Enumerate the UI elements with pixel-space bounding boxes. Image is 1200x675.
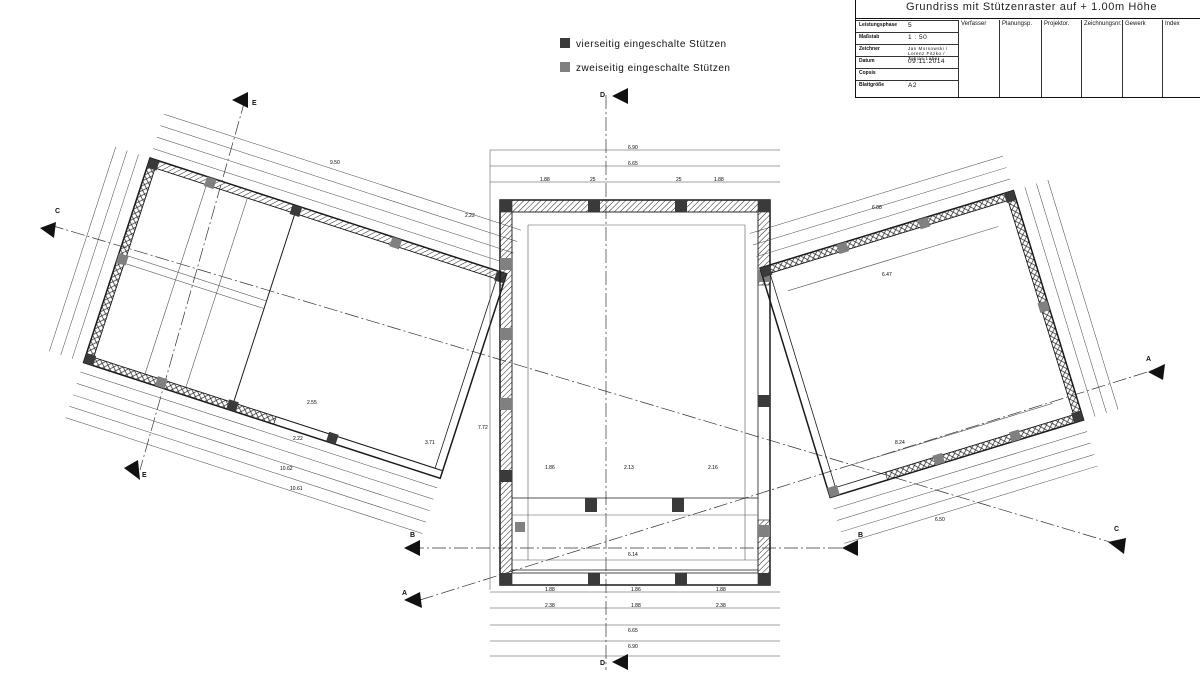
dim-bottom-inner: 6.65: [628, 628, 638, 634]
dim-left-chain-5: 10.62: [280, 466, 293, 472]
dim-left-chain-6: 10.61: [290, 486, 303, 492]
tb-col-zeichnungsnr: Zeichnungsnr.: [1081, 20, 1122, 97]
section-lines: [49, 95, 1161, 670]
dim-top-inner: 6.65: [628, 161, 638, 167]
section-marker-E-top: [232, 92, 248, 108]
dim-top-seg-2: 25: [590, 177, 596, 183]
title-block: Grundriss mit Stützenraster auf + 1.00m …: [855, 0, 1200, 98]
dim-center-bottom: 6.14: [628, 552, 638, 558]
dim-center-mid-1: 1.86: [545, 465, 555, 471]
label-E-top: E: [252, 100, 257, 107]
section-markers: [40, 88, 1165, 670]
tb-col-gewerk: Gewerk: [1122, 20, 1163, 97]
label-B-right: B: [858, 532, 864, 539]
dim-center-mid-2: 2.13: [624, 465, 634, 471]
label-A-right: A: [1146, 356, 1152, 363]
dim-right-chain-3: 8.24: [895, 440, 905, 446]
label-A-bottom: A: [402, 590, 408, 597]
section-marker-D-bottom: [612, 654, 628, 670]
left-wing: [49, 114, 521, 534]
dim-left-chain-1: 9.50: [330, 160, 340, 166]
right-wing: [749, 155, 1119, 544]
dim-misc-1: 7.72: [478, 425, 488, 431]
label-C-right: C: [1114, 526, 1120, 533]
dim-right-chain-2: 6.47: [882, 272, 892, 278]
section-marker-A-right: [1148, 364, 1165, 380]
dim-top-seg-4: 1.88: [714, 177, 724, 183]
legend-label: vierseitig eingeschalte Stützen: [576, 39, 727, 50]
dim-top-seg-1: 1.88: [540, 177, 550, 183]
legend-item-zweiseitig: zweiseitig eingeschalte Stützen: [560, 62, 730, 74]
label-C-left: C: [55, 208, 61, 215]
tb-row-copsis: Copsis: [856, 68, 958, 79]
dim-right-chain-1: 6.88: [872, 205, 882, 211]
dim-bottom-seg-2: 1.86: [631, 587, 641, 593]
legend-swatch-dark: [560, 38, 570, 48]
tb-col-planungsp: Planungsp.: [999, 20, 1040, 97]
tb-col-projektor: Projektor.: [1041, 20, 1080, 97]
section-marker-B-left: [404, 540, 420, 556]
dim-bottom-seg-3: 1.88: [716, 587, 726, 593]
section-marker-E-bottom: [124, 460, 140, 480]
label-B-left: B: [410, 532, 416, 539]
section-marker-B-right: [842, 540, 858, 556]
label-D-bottom: D: [600, 660, 606, 667]
dim-left-chain-2: 2.22: [465, 213, 475, 219]
dim-right-chain-4: 6.50: [935, 517, 945, 523]
dim-bottom-sub-2: 1.88: [631, 603, 641, 609]
section-marker-C-right: [1108, 538, 1126, 554]
dim-left-chain-4: 2.55: [307, 400, 317, 406]
drawing-title: Grundriss mit Stützenraster auf + 1.00m …: [906, 1, 1158, 13]
dim-center-mid-3: 2.16: [708, 465, 718, 471]
legend-swatch-light: [560, 62, 570, 72]
section-marker-C-left: [40, 222, 56, 238]
dim-bottom-sub-1: 2.38: [545, 603, 555, 609]
dim-bottom-seg-1: 1.88: [545, 587, 555, 593]
center-building: [489, 149, 780, 657]
tb-col-index: Index: [1162, 20, 1200, 97]
dim-top-seg-3: 25: [676, 177, 682, 183]
section-marker-D-top: [612, 88, 628, 104]
legend-item-vierseitig: vierseitig eingeschalte Stützen: [560, 38, 727, 50]
section-marker-A-bottom: [404, 592, 422, 608]
dim-bottom-total: 6.90: [628, 644, 638, 650]
tb-col-verfasser: Verfasser: [958, 20, 986, 97]
dim-left-chain-7: 3.71: [425, 440, 435, 446]
label-D-top: D: [600, 92, 606, 99]
dim-bottom-sub-3: 2.38: [716, 603, 726, 609]
dim-left-chain-3: 2.22: [293, 436, 303, 442]
dim-top-total: 6.90: [628, 145, 638, 151]
legend-label: zweiseitig eingeschalte Stützen: [576, 63, 731, 74]
label-E-bottom: E: [142, 472, 147, 479]
